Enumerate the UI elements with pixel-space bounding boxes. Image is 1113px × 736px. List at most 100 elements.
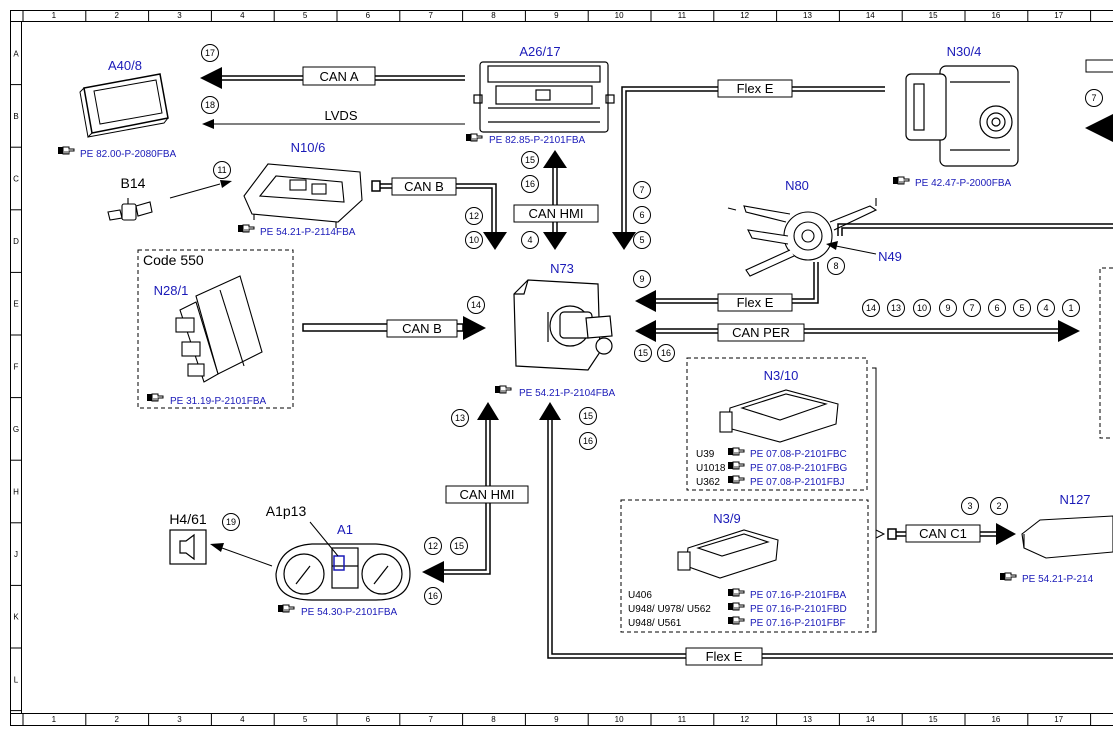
n80-code: N80	[785, 178, 809, 193]
can-hmi-up-arrow	[543, 150, 567, 168]
n3-10-variant-3: U362	[696, 477, 720, 488]
ruler-column-label: 13	[803, 715, 812, 724]
callout-7: 7	[1085, 89, 1103, 107]
svg-text:3: 3	[967, 501, 972, 511]
ruler-column-label: 12	[740, 715, 749, 724]
svg-text:16: 16	[525, 179, 535, 189]
can-a-label: CAN A	[319, 69, 358, 84]
pointing-hand-reference-icon	[727, 475, 745, 484]
a1-instrument-cluster[interactable]	[275, 543, 411, 601]
b14-leader-line	[169, 183, 221, 199]
callout-9: 9	[633, 270, 651, 288]
svg-text:4: 4	[1043, 303, 1048, 313]
svg-text:15: 15	[583, 411, 593, 421]
flex-e-top-line	[621, 86, 885, 232]
callout-6: 6	[633, 206, 651, 224]
n49-leader-line	[835, 245, 877, 255]
ecu-group-bracket	[872, 367, 886, 633]
a26-17-head-unit[interactable]	[473, 61, 615, 133]
can-hmi-mid-label: CAN HMI	[460, 487, 515, 502]
n3-10-variant-1-ref: PE 07.08-P-2101FBC	[750, 449, 847, 460]
ruler-row-label: D	[13, 237, 19, 246]
callout-18: 18	[201, 96, 219, 114]
n3-10-variant-3-ref: PE 07.08-P-2101FBJ	[750, 477, 845, 488]
n80-steering-column-module[interactable]	[727, 198, 878, 277]
flex-e-bottom-label: Flex E	[706, 649, 743, 664]
callout-16: 16	[579, 432, 597, 450]
n30-4-esp-unit[interactable]	[905, 65, 1019, 167]
svg-text:2: 2	[996, 501, 1001, 511]
n127-ref: PE 54.21-P-214	[1022, 574, 1094, 585]
ruler-column-label: 10	[615, 715, 624, 724]
pointing-hand-reference-icon	[727, 588, 745, 597]
ruler-column-label: 16	[991, 715, 1000, 724]
ruler-column-label: 15	[929, 11, 938, 20]
pointing-hand-reference-icon	[999, 572, 1017, 581]
pointing-hand-reference-icon	[727, 447, 745, 456]
svg-text:18: 18	[205, 100, 215, 110]
flex-e-mid-label: Flex E	[737, 295, 774, 310]
n127-powertrain-control-unit[interactable]	[1021, 515, 1113, 559]
ruler-row-label: E	[13, 300, 18, 309]
ruler-column-label: 9	[554, 11, 559, 20]
n3-9-variant-2-ref: PE 07.16-P-2101FBD	[750, 604, 847, 615]
n3-9-engine-control-unit[interactable]	[677, 529, 779, 579]
can-per-label: CAN PER	[732, 325, 790, 340]
svg-text:16: 16	[583, 436, 593, 446]
n28-1-ref: PE 31.19-P-2101FBA	[170, 396, 266, 407]
speaker-icon	[179, 533, 195, 561]
n3-10-engine-control-unit[interactable]	[719, 389, 839, 443]
callout-1: 1	[1062, 299, 1080, 317]
pointing-hand-reference-icon	[727, 616, 745, 625]
svg-text:4: 4	[527, 235, 532, 245]
ruler-column-label: 3	[177, 715, 182, 724]
ruler-column-label: 5	[303, 715, 308, 724]
n3-9-code: N3/9	[713, 511, 740, 526]
flex-e-mid-line	[656, 262, 819, 304]
svg-text:15: 15	[638, 348, 648, 358]
can-b-top-label-box	[391, 177, 457, 196]
n28-1-module[interactable]	[175, 275, 263, 383]
ruler-row-label: K	[13, 613, 19, 622]
callout-16: 16	[424, 587, 442, 605]
callout-6: 6	[988, 299, 1006, 317]
ruler-column-label: 11	[678, 715, 687, 724]
callout-3: 3	[961, 497, 979, 515]
h4-61-speaker[interactable]	[169, 529, 207, 565]
b14-code: B14	[121, 175, 146, 191]
h4-61-leader-arrow	[210, 543, 224, 552]
lvds-line	[202, 119, 465, 129]
ruler-column-label: 10	[615, 11, 624, 20]
can-hmi-top-label-box	[513, 204, 599, 223]
callout-7: 7	[963, 299, 981, 317]
svg-text:5: 5	[1019, 303, 1024, 313]
a1-ref: PE 54.30-P-2101FBA	[301, 607, 397, 618]
svg-text:1: 1	[1068, 303, 1073, 313]
callout-16: 16	[657, 344, 675, 362]
h4-61-leader-line	[221, 547, 273, 567]
svg-text:17: 17	[205, 48, 215, 58]
a40-8-display[interactable]	[79, 73, 169, 139]
pointing-hand-reference-icon	[57, 146, 75, 155]
can-a-label-box	[302, 66, 376, 86]
pointing-hand-reference-icon	[892, 176, 910, 185]
ruler-column-label: 6	[366, 11, 371, 20]
n10-6-ref: PE 54.21-P-2114FBA	[260, 227, 356, 238]
n10-6-module[interactable]	[243, 163, 363, 228]
callout-19: 19	[222, 513, 240, 531]
callout-9: 9	[939, 299, 957, 317]
n3-10-variant-2: U1018	[696, 463, 726, 474]
svg-text:11: 11	[217, 165, 226, 175]
b14-temperature-sensor[interactable]	[107, 198, 153, 221]
n73-electronic-ignition-switch[interactable]	[513, 279, 613, 371]
svg-text:10: 10	[469, 235, 479, 245]
svg-text:6: 6	[994, 303, 999, 313]
ruler-column-label: 3	[177, 11, 182, 20]
n3-9-variant-1-ref: PE 07.16-P-2101FBA	[750, 590, 846, 601]
ruler-row-label: B	[13, 112, 18, 121]
n49-leader-arrow	[826, 241, 838, 250]
can-per-label-box	[717, 323, 805, 342]
